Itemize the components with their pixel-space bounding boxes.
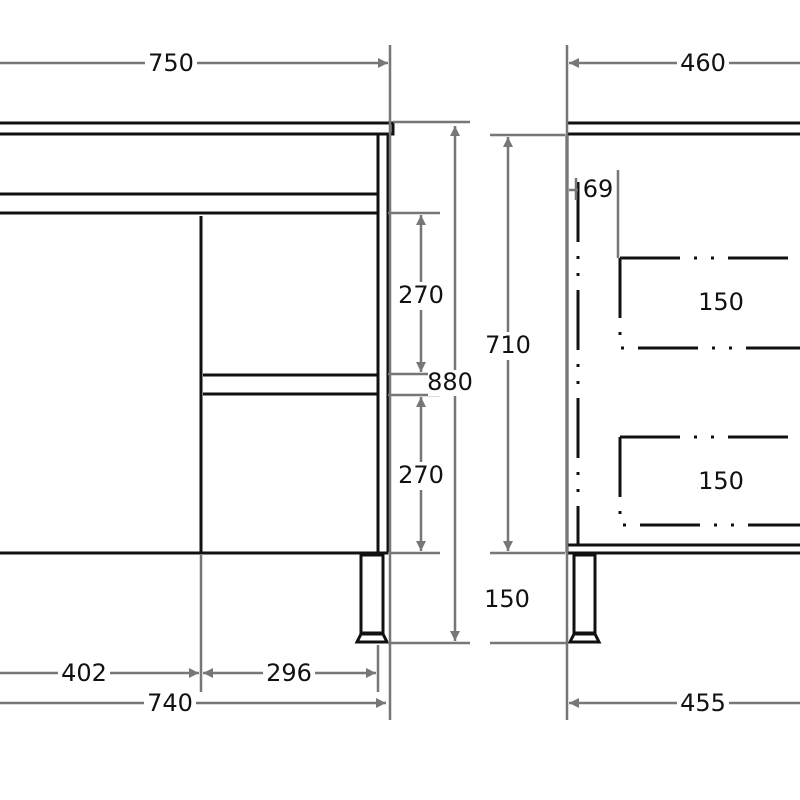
side-panel	[376, 135, 390, 553]
side-extension-lines	[565, 45, 620, 720]
drawer-2-outline	[618, 435, 800, 527]
dim-402-label: 402	[61, 659, 107, 687]
dim-270-bottom-label: 270	[398, 461, 444, 489]
dim-740-label: 740	[147, 689, 193, 717]
side-leg	[572, 553, 597, 635]
side-leg-foot	[567, 632, 602, 644]
height-dimensions: 710 150	[484, 133, 567, 645]
drawer-rail	[203, 373, 378, 396]
dim-710-label: 710	[485, 331, 531, 359]
dim-455-label: 455	[680, 689, 726, 717]
dim-880-label: 880	[427, 368, 473, 396]
dim-296-label: 296	[266, 659, 312, 687]
front-extension-lines	[199, 45, 470, 720]
countertop	[0, 121, 395, 136]
side-countertop	[567, 121, 800, 136]
side-view: 69 150 150 460 455	[565, 45, 800, 720]
leg-foot	[354, 632, 390, 644]
dim-750-label: 750	[148, 49, 194, 77]
dim-270-top-label: 270	[398, 281, 444, 309]
dim-460-label: 460	[680, 49, 726, 77]
dim-150-leg-label: 150	[484, 585, 530, 613]
dim-150-drawer-2-label: 150	[698, 467, 744, 495]
leg	[359, 553, 385, 635]
dim-150-drawer-1-label: 150	[698, 288, 744, 316]
front-view: 750 880 270 270 402 296 740	[0, 45, 476, 720]
drawer-1-outline	[618, 256, 800, 350]
top-rail	[0, 192, 378, 215]
middle-extension-lines	[490, 133, 567, 645]
dim-69-label: 69	[583, 175, 614, 203]
